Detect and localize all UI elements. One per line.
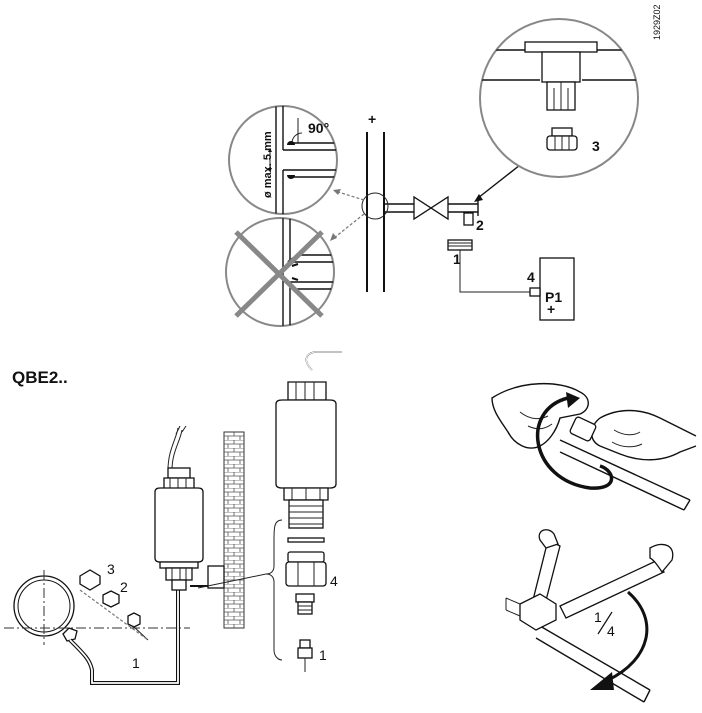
shutoff-valve-symbol — [413, 195, 449, 221]
cross-out-line-2 — [234, 230, 324, 318]
pipe-plus-sign: + — [368, 111, 376, 127]
callout-4: 4 — [527, 269, 535, 285]
rotation-arrow — [535, 396, 614, 490]
fraction-denominator: 4 — [607, 623, 615, 639]
angle-label: 90° — [308, 120, 329, 136]
capillary-coil — [447, 239, 473, 251]
sensor-box — [539, 257, 575, 321]
fraction-numerator: 1 — [594, 609, 602, 625]
callout-3: 3 — [592, 138, 600, 154]
callout-2: 2 — [476, 217, 484, 233]
product-title: QBE2.. — [12, 368, 68, 387]
callout-3-bottom: 3 — [107, 561, 115, 577]
hand-tightening-illustration — [491, 383, 697, 511]
top-schematic: + P1 + 2 1 4 — [225, 18, 639, 327]
threaded-adapter — [295, 593, 315, 615]
capillary-fitting — [297, 639, 313, 672]
o-ring — [287, 537, 325, 543]
wrench-tightening-illustration: 1 4 — [505, 529, 674, 703]
sensor-label-p1: P1 — [545, 289, 562, 305]
union-nut — [285, 551, 327, 587]
callout-4-bottom: 4 — [330, 573, 338, 589]
adapter-stub — [463, 212, 474, 226]
magnified-correct-tapping: ø max. 5 mm 90° — [228, 105, 338, 215]
sensor-port — [529, 287, 541, 297]
sensor-plus: + — [547, 301, 555, 317]
pressure-sensor-mounted — [154, 425, 204, 591]
capillary-tube — [459, 250, 530, 293]
detail-marker-circle — [361, 192, 389, 220]
magnified-incorrect-tapping — [225, 217, 335, 327]
dimension-label: ø max. 5 mm — [262, 131, 274, 198]
quarter-turn-arrow — [607, 590, 649, 682]
callout-1-bottom-b: 1 — [319, 647, 327, 663]
bottom-assembly: 3 2 1 — [4, 425, 245, 685]
weld-fitting-parts — [62, 569, 149, 642]
brick-wall — [223, 431, 245, 629]
magnified-weld-fitting: 3 — [479, 18, 639, 178]
callout-1-bottom: 1 — [132, 655, 140, 671]
exploded-sensor: 4 1 — [197, 351, 342, 672]
callout-1: 1 — [453, 251, 461, 267]
figure-id: 1929Z02 — [652, 4, 662, 40]
callout-2-bottom: 2 — [120, 579, 128, 595]
